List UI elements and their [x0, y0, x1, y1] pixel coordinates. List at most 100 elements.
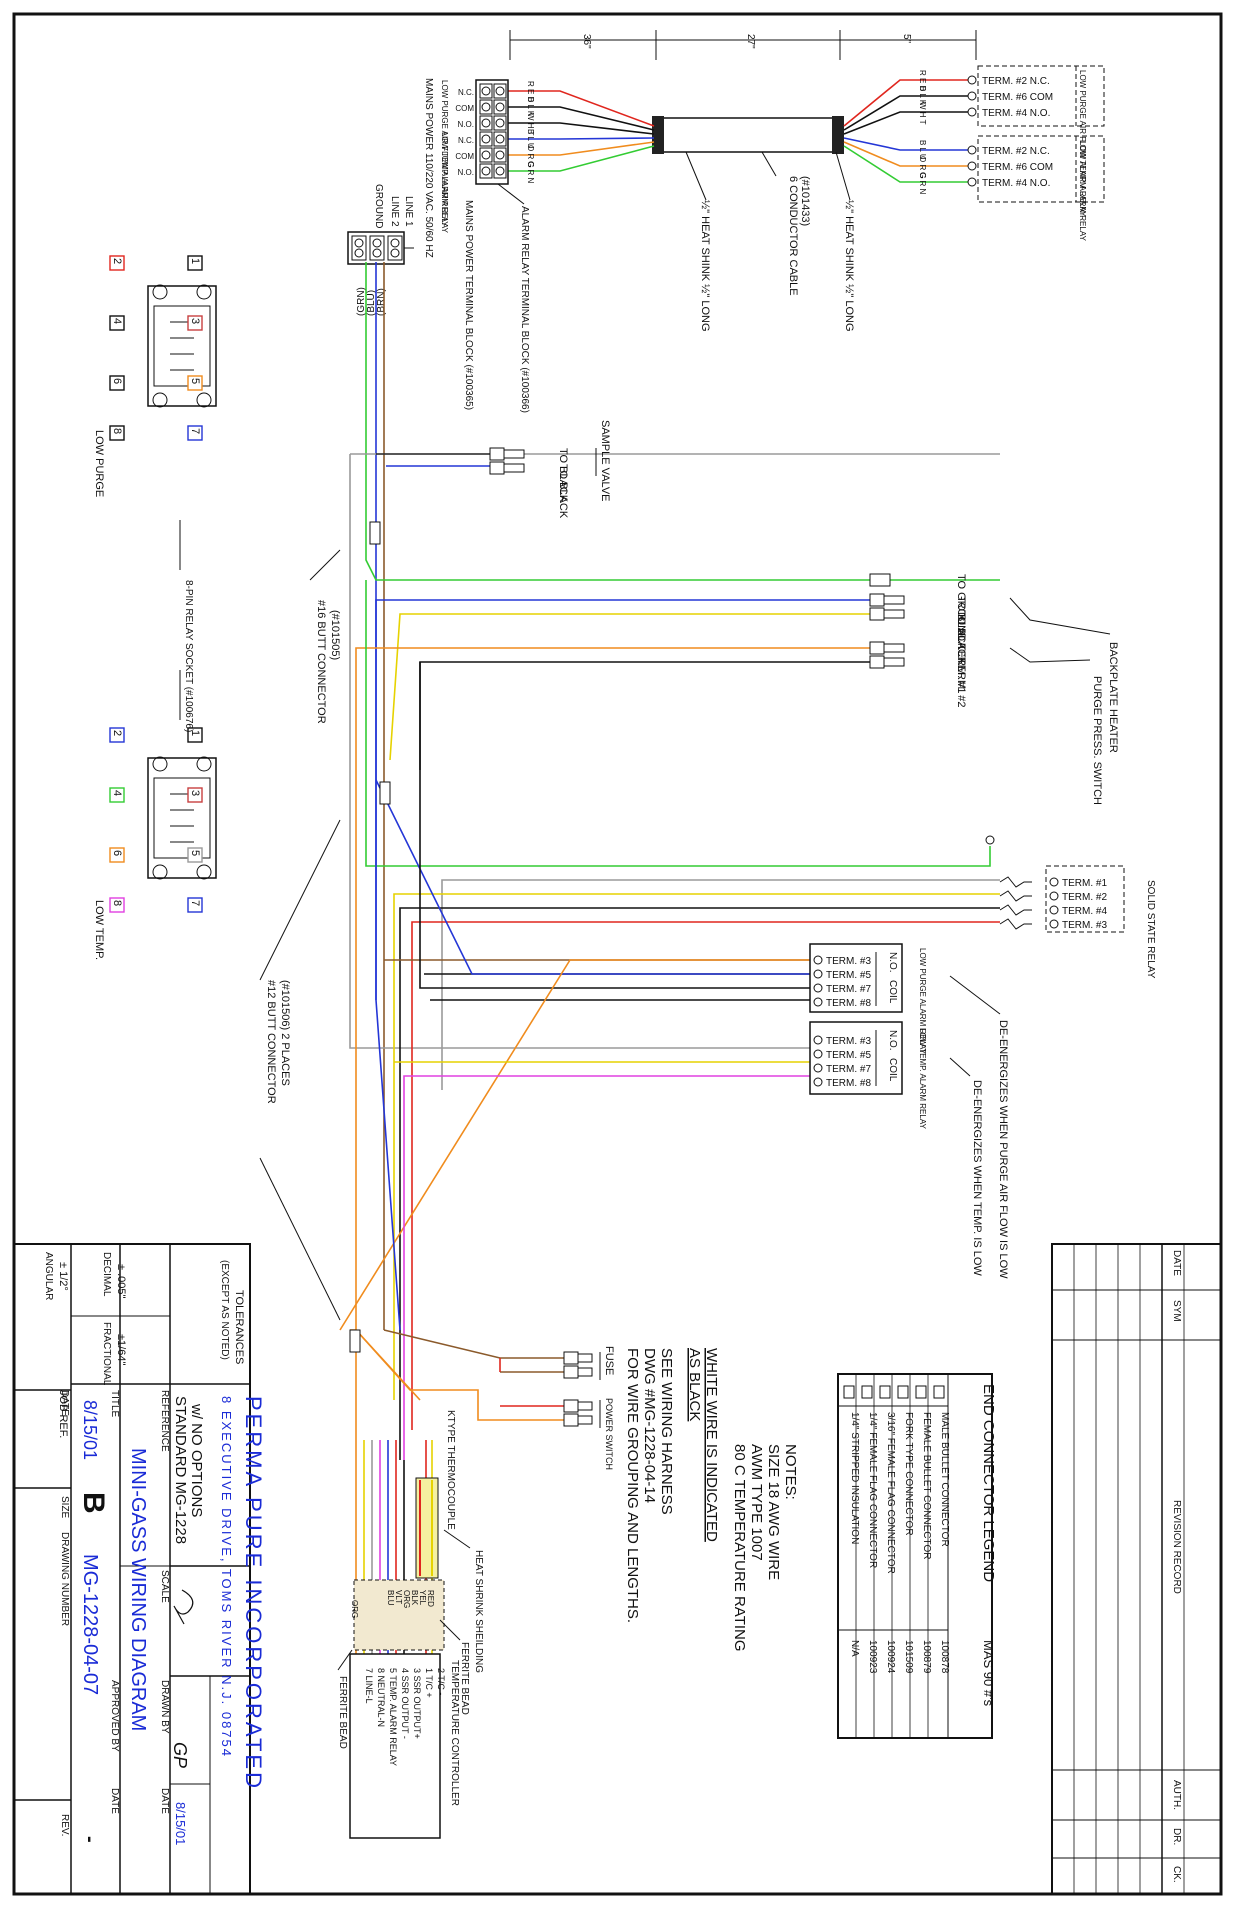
controller-row: 3 SSR OUTPUT+ — [412, 1668, 422, 1739]
to-black-label-2: TO BLACK — [955, 610, 967, 665]
drawing-title: MINI-GASS WIRING DIAGRAM — [127, 1448, 149, 1731]
relay-pin — [187, 897, 203, 913]
notes-see-1: SEE WIRING HARNESS — [658, 1348, 675, 1515]
controller-row: 4 SSR OUTPUT - — [400, 1668, 410, 1739]
relay-pin — [187, 255, 203, 271]
drawing-number-label: DRAWING NUMBER — [59, 1532, 70, 1626]
controller-wire-code: BLK — [410, 1590, 419, 1606]
rev-header-sym: SYM — [1171, 1300, 1182, 1322]
top-right-term: TERM. #2 N.C. — [982, 146, 1050, 157]
thermocouple-label: KTYPE THERMOCOUPLE — [445, 1410, 456, 1530]
decimal-label: DECIMAL — [101, 1252, 112, 1297]
top-right-low-purge-label: LOW PURGE AIR FLOW ALARM RELAY — [1078, 70, 1087, 217]
notes-see-2: DWG #MG-1228-04-14 — [641, 1348, 658, 1503]
tolerances-label: TOLERANCES — [233, 1290, 245, 1364]
legend-col-header: MAS 90 #'s — [981, 1640, 996, 1707]
relay-pin-number: 1 — [189, 730, 201, 736]
wire-yellow-black2 — [389, 613, 870, 761]
wire-blue-lp5 — [375, 779, 810, 975]
flag-14-icon — [861, 1385, 873, 1399]
relay-term: TERM. #5 — [826, 1050, 871, 1061]
wire-gray-ssr1 — [441, 879, 1000, 1090]
drawn-date: 8/15/01 — [173, 1802, 188, 1845]
far-wire-code: B L K — [918, 86, 927, 106]
scale-signature-mark — [173, 1589, 194, 1625]
heat-shrink-right — [832, 116, 844, 154]
mains-code-brn: (BRN) — [376, 288, 387, 316]
ferrite-bead-label-2: FERRITE BEAD — [337, 1676, 348, 1749]
rev-header-record: REVISION RECORD — [1171, 1500, 1182, 1594]
ssr-term: TERM. #1 — [1062, 878, 1107, 889]
far-wire-code: O R G — [918, 156, 927, 179]
wire-black-ssr4 — [399, 907, 1000, 1460]
rev-header-dr: DR. — [1171, 1828, 1182, 1845]
wire-orange-term1 — [355, 647, 870, 1460]
wire-gray-long — [349, 454, 810, 1049]
relay-pin-number: 3 — [189, 790, 201, 796]
legend-row-num: 101509 — [903, 1640, 914, 1674]
legend-row-num: 100923 — [867, 1640, 878, 1674]
company-name: PERMA PURE INCORPORATED — [241, 1396, 266, 1791]
sample-end-1: TO BLACK — [557, 448, 569, 503]
legend-row-name: 1/4" FEMALE FLAG CONNECTOR — [867, 1412, 878, 1568]
wire-orange-lt — [339, 959, 810, 1331]
cable-label: 6 CONDUCTOR CABLE — [787, 176, 799, 296]
legend-row-num: N/A — [849, 1640, 860, 1657]
relay-pin — [187, 847, 203, 863]
ferrite-bead-label-1: FERRITE BEAD — [459, 1642, 470, 1715]
relay-pin — [109, 425, 125, 441]
lp-relay-note: DE-ENERGIZES WHEN PURGE AIR FLOW IS LOW — [997, 1020, 1009, 1279]
legend-row-name: FEMALE BULLET CONNECTOR — [921, 1412, 932, 1559]
alarm-block-caption: ALARM RELAY TERMINAL BLOCK (#100366) — [519, 206, 530, 413]
ferrite-bead-box — [353, 1579, 445, 1651]
legend-row-name: FORK TYPE CONNECTOR — [903, 1412, 914, 1536]
fractional-label: FRACTIONAL — [101, 1322, 112, 1386]
ssr-label: SOLID STATE RELAY — [1145, 880, 1156, 979]
mains-power-terminal-block: LINE 1 LINE 2 GROUND MAINS POWER TERMINA… — [347, 184, 474, 410]
relay-pin-number: 3 — [189, 318, 201, 324]
dim-36: 36" — [581, 34, 592, 49]
controller-row: 5 TEMP. ALARM RELAY — [388, 1668, 398, 1766]
relay-term: TERM. #3 — [826, 956, 871, 967]
alarm-block-label: COM — [455, 152, 474, 161]
date-value: 8/15/01 — [80, 1400, 100, 1460]
alarm-block-label: COM — [455, 104, 474, 113]
relay-pin-number: 5 — [189, 850, 201, 856]
alarm-wire-code: B L K — [526, 97, 535, 117]
legend-row-name: 3/16" FEMALE FLAG CONNECTOR — [885, 1412, 896, 1574]
notes-heading: NOTES: — [782, 1444, 799, 1500]
relay-pin-number: 5 — [189, 378, 201, 384]
far-wire-code: W H T — [918, 102, 927, 125]
term2-label: TERM. #2 — [955, 658, 967, 708]
sheet-border — [12, 12, 1223, 1896]
legend-row-num: 100878 — [939, 1640, 950, 1674]
far-wire-code: B L U — [918, 140, 927, 160]
heat-shrink-shield-label: HEAT SHRINK SHEILDING — [473, 1550, 484, 1673]
relay-pin-number: 4 — [111, 790, 123, 796]
approved-date-label: DATE — [109, 1788, 120, 1814]
butt-connector-3 — [349, 1329, 361, 1353]
relay-pin-number: 1 — [189, 258, 201, 264]
fuse-label: FUSE — [603, 1346, 615, 1375]
mains-code-blu: (BLU) — [366, 290, 377, 316]
relay-pin-number: 8 — [111, 428, 123, 434]
job-ref-label: JOB REF. — [57, 1390, 69, 1438]
ssr-term: TERM. #3 — [1062, 920, 1107, 931]
heat-shrink-left — [652, 116, 664, 154]
butt-connector-2 — [379, 781, 391, 805]
relay-pin — [187, 727, 203, 743]
rev-label: REV. — [59, 1814, 70, 1836]
lp-relay-label: LOW PURGE ALARM RELAY — [918, 948, 927, 1055]
wire-green-ssr — [365, 580, 991, 867]
drawn-date-label: DATE — [159, 1788, 170, 1814]
flag-316-icon — [879, 1385, 891, 1399]
relay-pin — [187, 787, 203, 803]
angular-label: ANGULAR — [43, 1252, 54, 1300]
relay-pin-number: 6 — [111, 378, 123, 384]
controller-wire-code: ORG — [402, 1590, 411, 1608]
company-address: 8 EXECUTIVE DRIVE, TOMS RIVER N.J. 08754 — [219, 1396, 234, 1758]
